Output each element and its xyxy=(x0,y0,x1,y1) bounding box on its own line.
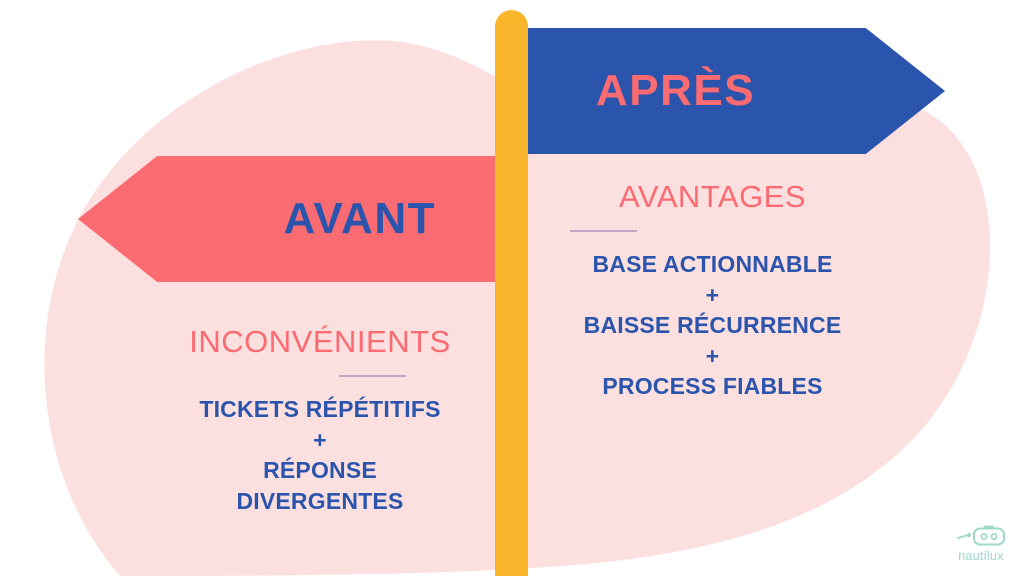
logo-wordmark: nautilux xyxy=(958,549,1004,563)
yellow-divider-bar xyxy=(495,10,528,576)
apres-label: APRÈS xyxy=(596,66,756,115)
list-item: BAISSE RÉCURRENCE xyxy=(583,312,842,339)
robot-head-icon xyxy=(957,525,1005,546)
inconvenients-list: TICKETS RÉPÉTITIFS + RÉPONSE DIVERGENTES xyxy=(120,394,520,516)
avantages-column: AVANTAGES BASE ACTIONNABLE + BAISSE RÉCU… xyxy=(545,179,880,402)
avant-label: AVANT xyxy=(283,194,436,243)
avant-banner-arrow: AVANT xyxy=(78,156,506,282)
nautilux-logo: nautilux xyxy=(952,524,1010,563)
plus-separator: + xyxy=(705,342,720,369)
list-item: RÉPONSE xyxy=(263,457,377,484)
apres-banner-arrow: APRÈS xyxy=(528,28,945,154)
left-heading-rule xyxy=(339,375,406,378)
right-heading-rule xyxy=(570,230,637,233)
inconvenients-heading: INCONVÉNIENTS xyxy=(189,324,451,359)
list-item: TICKETS RÉPÉTITIFS xyxy=(199,396,441,423)
list-item: BASE ACTIONNABLE xyxy=(592,251,833,278)
plus-separator: + xyxy=(705,281,720,308)
inconvenients-column: INCONVÉNIENTS TICKETS RÉPÉTITIFS + RÉPON… xyxy=(120,324,520,516)
avantages-heading: AVANTAGES xyxy=(618,179,807,214)
list-item: PROCESS FIABLES xyxy=(602,373,823,400)
list-item: DIVERGENTES xyxy=(236,487,404,514)
plus-separator: + xyxy=(313,426,327,453)
avantages-list: BASE ACTIONNABLE + BAISSE RÉCURRENCE + P… xyxy=(545,249,880,402)
